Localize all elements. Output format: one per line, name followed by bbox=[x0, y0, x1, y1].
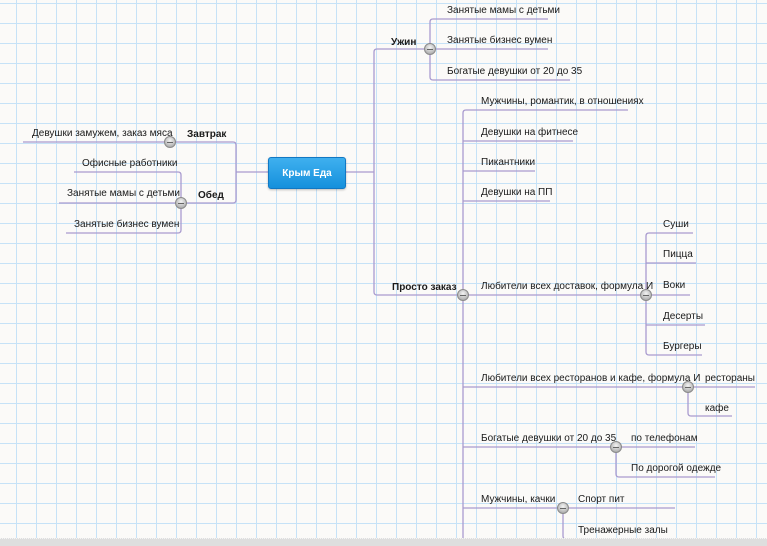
leaf-node[interactable]: по телефонам bbox=[631, 433, 698, 444]
connector bbox=[615, 447, 715, 478]
collapse-toggle-icon[interactable] bbox=[424, 43, 436, 55]
leaf-node[interactable]: Занятые мамы с детьми bbox=[447, 5, 561, 16]
leaf-node[interactable]: Бургеры bbox=[663, 341, 702, 352]
collapse-toggle-icon[interactable] bbox=[610, 441, 622, 453]
leaf-node[interactable]: кафе bbox=[705, 403, 729, 414]
leaf-node[interactable]: Тренажерные залы bbox=[578, 525, 668, 536]
leaf-node[interactable]: Занятые бизнес вумен bbox=[74, 219, 180, 230]
collapse-toggle-icon[interactable] bbox=[682, 381, 694, 393]
collapse-toggle-icon[interactable] bbox=[640, 289, 652, 301]
subbranch-delivery-lovers[interactable]: Любители всех доставок, формула И bbox=[481, 281, 654, 292]
leaf-node[interactable]: Занятые бизнес вумен bbox=[447, 35, 553, 46]
subbranch-bodybuilders[interactable]: Мужчины, качки bbox=[481, 494, 556, 505]
branch-just-order[interactable]: Просто заказ bbox=[392, 282, 457, 293]
leaf-node[interactable]: Десерты bbox=[663, 311, 704, 322]
subbranch-rich-girls[interactable]: Богатые девушки от 20 до 35 bbox=[481, 433, 617, 444]
connector bbox=[429, 49, 570, 81]
collapse-toggle-icon[interactable] bbox=[457, 289, 469, 301]
branch-lunch[interactable]: Обед bbox=[198, 190, 224, 201]
horizontal-scrollbar[interactable] bbox=[0, 538, 767, 546]
leaf-node[interactable]: Пицца bbox=[663, 249, 693, 260]
collapse-toggle-icon[interactable] bbox=[175, 197, 187, 209]
leaf-node[interactable]: Девушки замужем, заказ мяса bbox=[32, 128, 173, 139]
leaf-node[interactable]: Девушки на ПП bbox=[481, 187, 553, 198]
leaf-node[interactable]: По дорогой одежде bbox=[631, 463, 722, 474]
connector bbox=[687, 387, 732, 417]
connector bbox=[170, 141, 237, 172]
leaf-node[interactable]: Воки bbox=[663, 280, 686, 291]
branch-breakfast[interactable]: Завтрак bbox=[187, 129, 227, 140]
connector bbox=[373, 172, 463, 296]
connector bbox=[66, 203, 182, 234]
connector bbox=[645, 295, 702, 356]
leaf-node[interactable]: Занятые мамы с детьми bbox=[67, 188, 181, 199]
leaf-node[interactable]: Спорт пит bbox=[578, 494, 625, 505]
connector bbox=[429, 18, 548, 49]
root-node[interactable]: Крым Еда bbox=[268, 157, 346, 189]
leaf-node[interactable]: Девушки на фитнесе bbox=[481, 127, 579, 138]
branch-dinner[interactable]: Ужин bbox=[391, 37, 417, 48]
connector bbox=[373, 48, 430, 172]
collapse-toggle-icon[interactable] bbox=[557, 502, 569, 514]
leaf-node[interactable]: Офисные работники bbox=[82, 158, 178, 169]
leaf-node[interactable]: Богатые девушки от 20 до 35 bbox=[447, 66, 583, 77]
leaf-node[interactable]: Мужчины, романтик, в отношениях bbox=[481, 96, 644, 107]
connector bbox=[645, 232, 693, 295]
connector bbox=[74, 171, 182, 203]
leaf-node[interactable]: Пикантники bbox=[481, 157, 536, 168]
leaf-node[interactable]: Суши bbox=[663, 219, 689, 230]
connector bbox=[462, 109, 628, 295]
subbranch-restaurant-lovers[interactable]: Любители всех ресторанов и кафе, формула… bbox=[481, 373, 701, 384]
leaf-node[interactable]: рестораны bbox=[705, 373, 755, 384]
connector bbox=[181, 172, 237, 204]
collapse-toggle-icon[interactable] bbox=[164, 136, 176, 148]
